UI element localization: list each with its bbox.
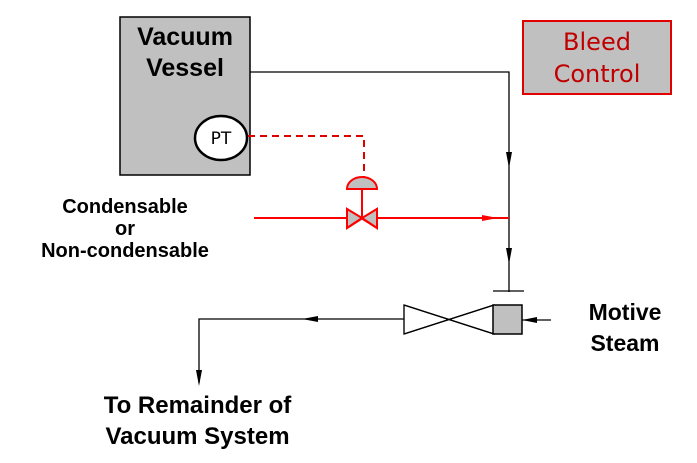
bleed-title-line1: Bleed xyxy=(563,28,631,56)
vessel-label-line1: Vacuum xyxy=(137,23,233,51)
signal-line xyxy=(248,135,365,180)
discharge-arrow-left xyxy=(302,316,318,322)
bleed-inlet-line2: or xyxy=(115,218,135,240)
bleed-flow-arrow xyxy=(482,215,498,221)
flow-arrow-down-1 xyxy=(506,152,512,168)
pressure-transmitter-icon xyxy=(193,114,249,162)
control-valve-left xyxy=(346,207,364,230)
bleed-control-title: Bleed Control xyxy=(524,26,670,90)
bleed-title-line2: Control xyxy=(553,60,641,88)
bleed-inlet-label: Condensable or Non-condensable xyxy=(0,196,250,262)
ejector-steam-chest-icon xyxy=(492,304,523,335)
vessel-suction-line xyxy=(250,71,510,292)
pt-label: PT xyxy=(210,129,232,149)
valve-actuator-icon xyxy=(345,176,379,190)
discharge-line xyxy=(198,318,404,383)
discharge-arrow-down xyxy=(196,370,202,386)
vessel-label: Vacuum Vessel xyxy=(120,22,250,84)
vessel-label-line2: Vessel xyxy=(146,54,224,82)
motive-steam-label: Motive Steam xyxy=(565,297,685,359)
diffuser-line-b xyxy=(403,304,495,335)
bleed-control-title-box: Bleed Control xyxy=(522,20,672,95)
outlet-line1: To Remainder of xyxy=(103,392,292,419)
outlet-line2: Vacuum System xyxy=(105,423,290,450)
motive-steam-line2: Steam xyxy=(590,330,660,356)
motive-steam-arrow xyxy=(522,317,537,323)
control-valve-right xyxy=(360,207,378,230)
outlet-label: To Remainder of Vacuum System xyxy=(65,390,330,452)
motive-steam-line1: Motive xyxy=(588,299,662,325)
bleed-inlet-line1: Condensable xyxy=(62,196,188,218)
flow-arrow-down-2 xyxy=(506,248,512,264)
bleed-inlet-line3: Non-condensable xyxy=(41,240,209,262)
